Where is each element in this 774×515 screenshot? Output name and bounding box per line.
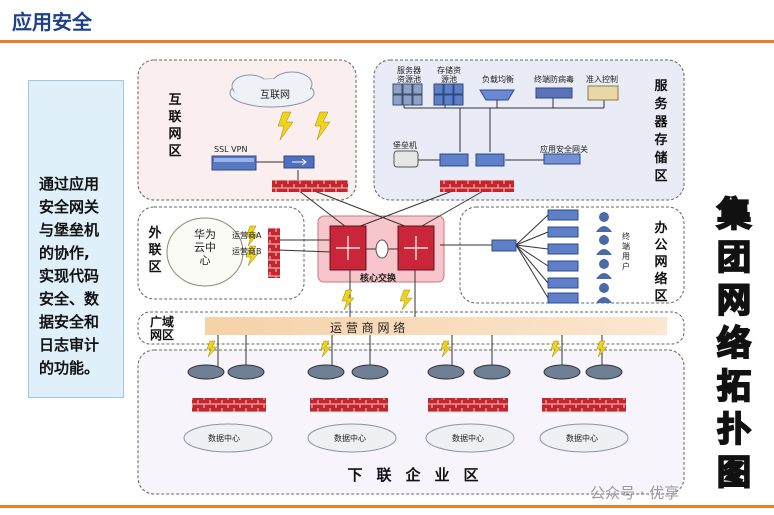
datacenter-cloud-icon	[183, 423, 629, 453]
description-line: 安全、数	[39, 290, 100, 308]
antivirus-label: 终端防病毒	[534, 75, 574, 84]
description-line: 与堡垒机	[39, 221, 100, 239]
watermark: 公众号 · 优享	[590, 484, 680, 502]
app-gateway-label: 应用安全网关	[540, 145, 588, 154]
huawei-cloud-icon	[166, 217, 244, 287]
load-balance-label: 负载均衡	[482, 75, 514, 84]
subsidiary-router-icon	[187, 364, 623, 380]
bastion-host-icon	[393, 150, 419, 168]
server-firewall-icon	[440, 180, 514, 192]
zone-label-subsidiary: 下联企业区	[347, 466, 493, 484]
vertical-title-char: 集	[716, 194, 752, 236]
zone-label-external: 外联区	[148, 226, 162, 275]
datacenter-label: 数据中心	[208, 434, 240, 443]
zone-label-internet: 互联网区	[168, 93, 182, 159]
description-line: 实现代码	[39, 267, 100, 285]
server-pool-label: 服务器资源池	[397, 66, 421, 84]
terminal-user-icon	[596, 212, 612, 303]
page-title: 应用安全	[12, 10, 92, 34]
office-switch-icon	[491, 209, 579, 304]
ssl-vpn-icon	[211, 155, 257, 171]
storage-pool-label: 存储资源池	[437, 66, 461, 84]
vertical-title-char: 拓	[716, 366, 752, 408]
footer-divider	[0, 505, 774, 508]
description-line: 的协作,	[39, 244, 90, 262]
internet-router-icon	[283, 155, 315, 169]
access-control-label: 准入控制	[586, 75, 618, 84]
description-line: 通过应用	[39, 175, 100, 193]
core-switch-label: 核心交换	[360, 274, 397, 284]
access-control-icon	[587, 85, 619, 101]
description-line: 日志审计	[39, 336, 100, 354]
vertical-title-char: 络	[716, 323, 752, 365]
datacenter-label: 数据中心	[334, 434, 366, 443]
bastion-label: 堡垒机	[393, 141, 417, 150]
app-gateway-icon	[543, 153, 581, 165]
description-line: 的功能。	[39, 359, 100, 377]
datacenter-label: 数据中心	[452, 434, 484, 443]
zone-label-office: 办公网络区	[654, 221, 668, 304]
carrier-network-bar	[205, 317, 667, 335]
zone-subsidiary-box	[137, 349, 685, 495]
title-divider	[0, 40, 774, 43]
zone-office-box	[459, 206, 685, 304]
internet-firewall-icon	[272, 180, 348, 192]
huawei-cloud-label: 华为云中心	[194, 228, 216, 267]
zone-label-wan: 广域网区	[149, 315, 174, 342]
storage-pool-icon	[433, 83, 464, 106]
external-firewall-icon	[268, 228, 280, 278]
subsidiary-firewall-icon	[192, 398, 626, 412]
core-switch-icon	[329, 225, 435, 271]
antivirus-icon	[535, 87, 573, 99]
terminal-users-label: 终端用户	[622, 232, 630, 271]
internet-cloud-label: 互联网	[260, 90, 290, 101]
server-pool-icon	[392, 83, 423, 106]
load-balancer-icon	[479, 89, 515, 101]
carrier-network-label: 运 营 商 网 络	[330, 321, 406, 335]
vertical-title: 集 团 网 络 拓 扑 图	[708, 194, 760, 495]
vertical-title-char: 扑	[716, 409, 752, 451]
vertical-title-char: 网	[716, 280, 752, 322]
carrier-a-label: 运营商A	[232, 231, 262, 240]
carrier-b-label: 运营商B	[232, 247, 262, 256]
description-line: 安全网关	[39, 198, 100, 216]
ssl-vpn-label: SSL VPN	[214, 145, 248, 154]
datacenter-label: 数据中心	[566, 434, 598, 443]
server-switch-icon	[439, 153, 505, 167]
vertical-title-char: 图	[716, 452, 752, 494]
vertical-title-char: 团	[716, 237, 752, 279]
zone-label-server: 服务器存储区	[654, 79, 668, 184]
internet-cloud-icon	[229, 71, 315, 108]
description-line: 据安全和	[39, 313, 100, 331]
description-box: 通过应用 安全网关 与堡垒机 的协作, 实现代码 安全、数 据安全和 日志审计 …	[28, 80, 124, 398]
